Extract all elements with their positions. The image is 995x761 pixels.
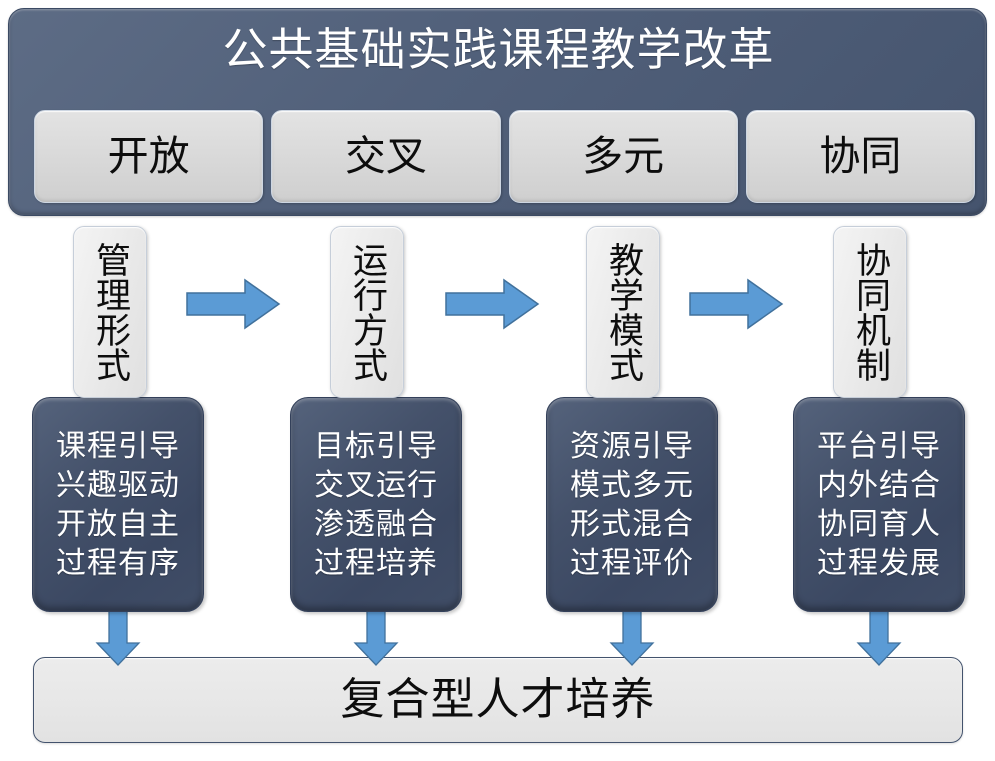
content-box-lines-1: 课程引导 兴趣驱动 开放自主 过程有序	[56, 427, 180, 583]
content-line: 模式多元	[570, 468, 694, 502]
content-line: 平台引导	[817, 429, 941, 463]
content-box-4[interactable]: 平台引导 内外结合 协同育人 过程发展	[793, 397, 965, 612]
content-line: 兴趣驱动	[56, 468, 180, 502]
content-line: 开放自主	[56, 507, 180, 541]
content-line: 形式混合	[570, 507, 694, 541]
content-line: 目标引导	[314, 429, 438, 463]
pillar-label-4: 协同	[819, 133, 902, 179]
content-line: 渗透融合	[314, 507, 438, 541]
stage-label-box-4[interactable]: 协同机制	[833, 226, 907, 398]
content-line: 过程培养	[314, 546, 438, 580]
outcome-bar[interactable]: 复合型人才培养	[33, 657, 963, 743]
outcome-label: 复合型人才培养	[340, 675, 656, 724]
stage-label-box-1[interactable]: 管理形式	[73, 226, 147, 398]
content-line: 课程引导	[56, 429, 180, 463]
arrow-right-icon-2	[445, 278, 540, 330]
content-box-3[interactable]: 资源引导 模式多元 形式混合 过程评价	[546, 397, 718, 612]
arrow-right-icon-3	[689, 278, 784, 330]
stage-label-text-2: 运行方式	[347, 242, 387, 382]
pillar-row: 开放 交叉 多元 协同	[34, 110, 975, 203]
arrow-right-icon-1	[186, 278, 281, 330]
stage-label-text-3: 教学模式	[603, 242, 643, 382]
content-line: 过程有序	[56, 546, 180, 580]
pillar-item-4[interactable]: 协同	[745, 110, 975, 203]
pillar-item-2[interactable]: 交叉	[271, 110, 501, 203]
content-box-lines-4: 平台引导 内外结合 协同育人 过程发展	[817, 427, 941, 583]
content-box-1[interactable]: 课程引导 兴趣驱动 开放自主 过程有序	[32, 397, 204, 612]
content-box-lines-2: 目标引导 交叉运行 渗透融合 过程培养	[314, 427, 438, 583]
stage-label-text-4: 协同机制	[850, 242, 890, 382]
pillar-label-3: 多元	[582, 133, 665, 179]
stage-label-box-3[interactable]: 教学模式	[586, 226, 660, 398]
content-line: 交叉运行	[314, 468, 438, 502]
page-title: 公共基础实践课程教学改革	[222, 25, 775, 75]
pillar-label-2: 交叉	[344, 133, 427, 179]
content-line: 过程评价	[570, 546, 694, 580]
arrow-down-icon-4	[856, 607, 902, 666]
content-box-lines-3: 资源引导 模式多元 形式混合 过程评价	[570, 427, 694, 583]
arrow-down-icon-2	[353, 607, 399, 666]
content-line: 内外结合	[817, 468, 941, 502]
stage-label-box-2[interactable]: 运行方式	[330, 226, 404, 398]
arrow-down-icon-1	[95, 607, 141, 666]
pillar-item-3[interactable]: 多元	[508, 110, 738, 203]
arrow-down-icon-3	[609, 607, 655, 666]
header-panel: 公共基础实践课程教学改革 开放 交叉 多元 协同	[8, 8, 987, 216]
content-box-2[interactable]: 目标引导 交叉运行 渗透融合 过程培养	[290, 397, 462, 612]
stage-label-text-1: 管理形式	[90, 242, 130, 382]
pillar-label-1: 开放	[107, 133, 190, 179]
content-line: 过程发展	[817, 546, 941, 580]
content-line: 资源引导	[570, 429, 694, 463]
content-line: 协同育人	[817, 507, 941, 541]
pillar-item-1[interactable]: 开放	[34, 110, 264, 203]
